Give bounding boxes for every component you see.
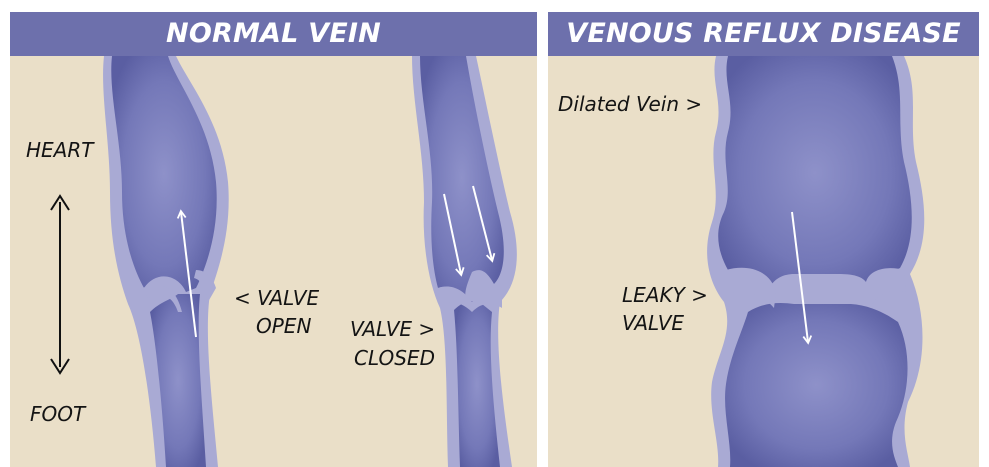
leaky-valve-label-line1: LEAKY > (622, 283, 708, 307)
normal-vein-illustration (10, 12, 537, 467)
valve-open-label-line2: OPEN (256, 314, 311, 338)
vein-valve-closed (412, 56, 517, 467)
dilated-vein-illustration (548, 12, 979, 467)
valve-open-label-line1: < VALVE (234, 286, 319, 310)
valve-closed-label-line2: CLOSED (354, 346, 435, 370)
normal-vein-panel: NORMAL VEIN HEART FOOT < VALVE OPEN VALV… (10, 12, 537, 467)
normal-vein-title: NORMAL VEIN (10, 12, 537, 56)
dilated-vein (707, 56, 924, 467)
venous-reflux-panel: VENOUS REFLUX DISEASE Dilated Vein > LEA… (548, 12, 979, 467)
heart-label: HEART (26, 138, 93, 162)
vein-valve-open (103, 56, 229, 467)
valve-closed-label-line1: VALVE > (350, 317, 435, 341)
dilated-vein-label: Dilated Vein > (558, 92, 702, 116)
leaky-valve-label-line2: VALVE (622, 311, 684, 335)
heart-foot-double-arrow (51, 196, 69, 373)
foot-label: FOOT (30, 402, 85, 426)
venous-reflux-title: VENOUS REFLUX DISEASE (548, 12, 979, 56)
